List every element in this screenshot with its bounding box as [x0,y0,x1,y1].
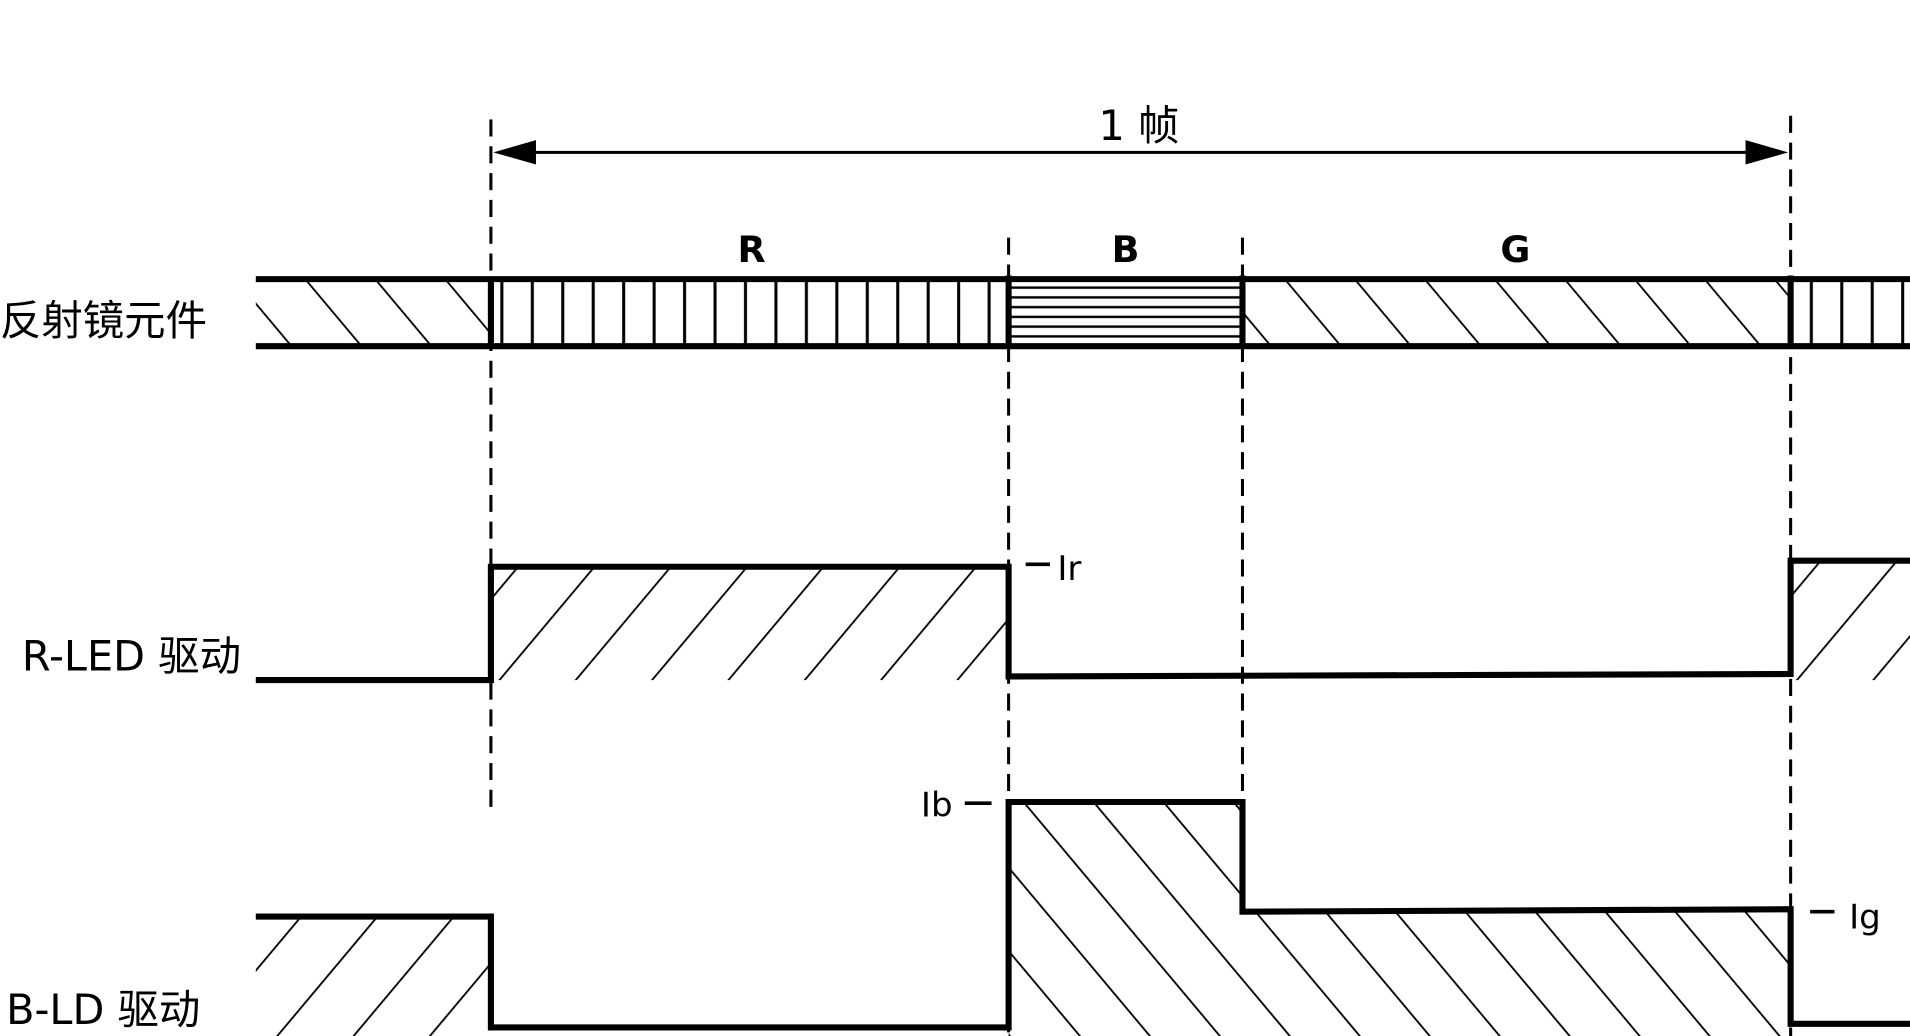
b-ld-waveform [256,802,1910,1036]
level-label-ir: Ir [1057,549,1082,589]
segment-label-g: G [1500,228,1530,271]
level-label-ib: Ib [921,786,953,826]
level-label-ig: Ig [1849,898,1881,938]
segment-label-r: R [738,228,766,271]
row-label-b-ld: B-LD 驱动 [6,986,200,1034]
row-label-r-led: R-LED 驱动 [22,632,241,680]
r-led-waveform [256,561,1910,680]
segment-label-b: B [1112,228,1140,271]
frame-label: 1 帧 [1098,102,1179,150]
row-label-mirror: 反射镜元件 [0,297,207,345]
mirror-band [256,275,1910,346]
